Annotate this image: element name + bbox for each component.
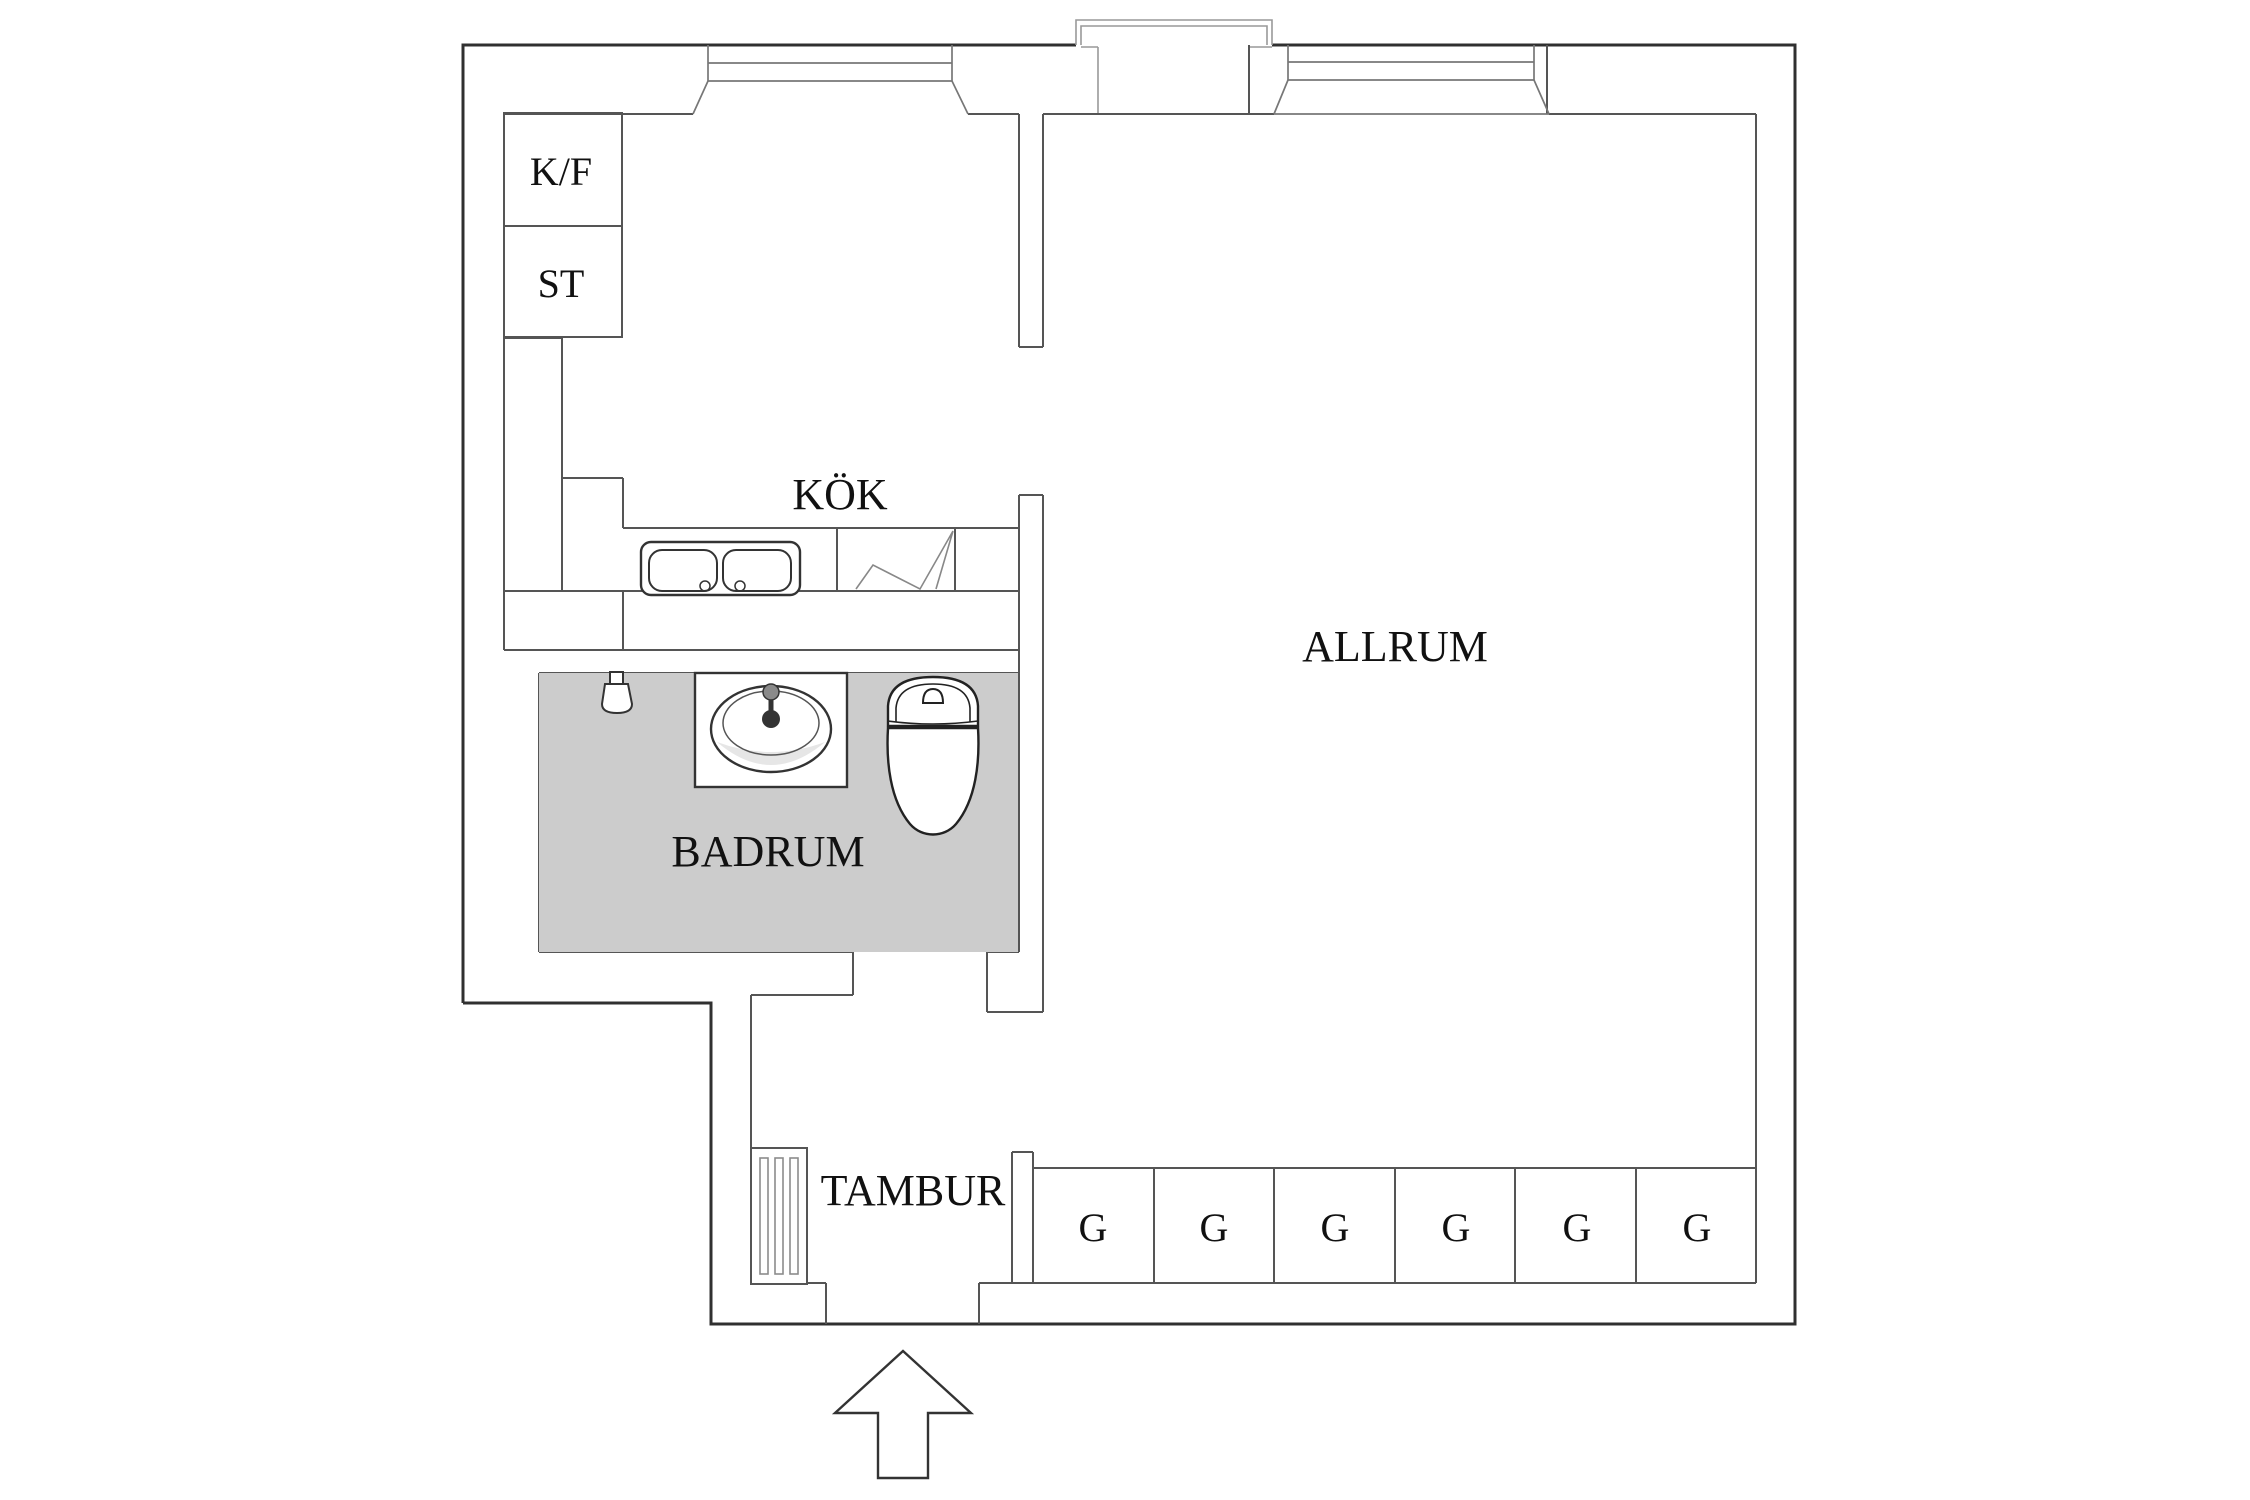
faucet-base xyxy=(762,710,780,728)
storage-label: ST xyxy=(538,261,585,306)
labels: K/F ST KÖK ALLRUM BADRUM TAMBUR G G G G … xyxy=(530,149,1712,1250)
allrum-window-recess xyxy=(1273,79,1550,115)
kok-window-glazing xyxy=(708,62,952,82)
wardrobe-label: G xyxy=(1321,1205,1350,1250)
stove-box xyxy=(836,527,956,592)
toilet-flush-button xyxy=(921,687,945,704)
kok-window-recess xyxy=(692,80,969,115)
allrum-window-glazing xyxy=(1288,61,1534,81)
toilet-bowl xyxy=(886,726,980,836)
sink-drain-right xyxy=(734,580,746,592)
radiator-icon xyxy=(750,1147,808,1285)
wardrobe-label: G xyxy=(1079,1205,1108,1250)
room-label-allrum: ALLRUM xyxy=(1302,622,1488,671)
toilet-tank-inner xyxy=(895,683,971,722)
outer-wall-left-top xyxy=(461,43,1076,1003)
radiator-slat xyxy=(774,1157,784,1275)
shower-head xyxy=(600,683,634,715)
storage-box xyxy=(503,225,623,338)
fridge-freezer-label: K/F xyxy=(530,149,592,194)
toilet-seat-line xyxy=(887,720,979,725)
top-shaft-bump xyxy=(1075,19,1273,114)
washbasin-icon xyxy=(693,671,849,789)
room-label-kok: KÖK xyxy=(792,470,888,519)
kitchen-counter xyxy=(503,337,1019,651)
kitchen-sink-icon xyxy=(639,540,802,597)
wardrobe-label: G xyxy=(1442,1205,1471,1250)
sink-basin-left xyxy=(648,549,718,592)
stove-icon xyxy=(836,527,956,592)
faucet-knob xyxy=(762,683,780,701)
wardrobe-row xyxy=(1032,1167,1756,1283)
kok-window-icon xyxy=(692,45,969,115)
sink-drain-left xyxy=(699,580,711,592)
radiator-slat xyxy=(759,1157,769,1275)
exterior-walls xyxy=(461,43,1797,1326)
washbasin-shading xyxy=(717,742,825,765)
bump-niche-sides xyxy=(1081,46,1272,114)
bathroom xyxy=(539,671,1018,952)
allrum-window-jambs xyxy=(1248,45,1548,114)
outer-wall-right-bottom xyxy=(463,43,1797,1326)
divider-wall-upper xyxy=(1018,114,1044,348)
wardrobe-label: G xyxy=(1683,1205,1712,1250)
stove-zigzag xyxy=(855,530,954,591)
bump-outer-line xyxy=(1075,19,1273,45)
shower-handle xyxy=(609,671,624,685)
wardrobe-side-wall xyxy=(1011,1151,1034,1283)
room-label-tambur: TAMBUR xyxy=(821,1166,1006,1215)
room-label-badrum: BADRUM xyxy=(671,827,864,876)
entry-arrow-icon xyxy=(831,1349,975,1480)
wardrobe-label: G xyxy=(1563,1205,1592,1250)
bump-inner-line xyxy=(1080,25,1268,45)
sink-basin-right xyxy=(722,549,792,592)
wardrobe-label: G xyxy=(1200,1205,1229,1250)
allrum-window-icon xyxy=(1248,45,1550,115)
radiator-slat xyxy=(789,1157,799,1275)
toilet-icon xyxy=(886,675,980,836)
shower-icon xyxy=(600,671,634,715)
